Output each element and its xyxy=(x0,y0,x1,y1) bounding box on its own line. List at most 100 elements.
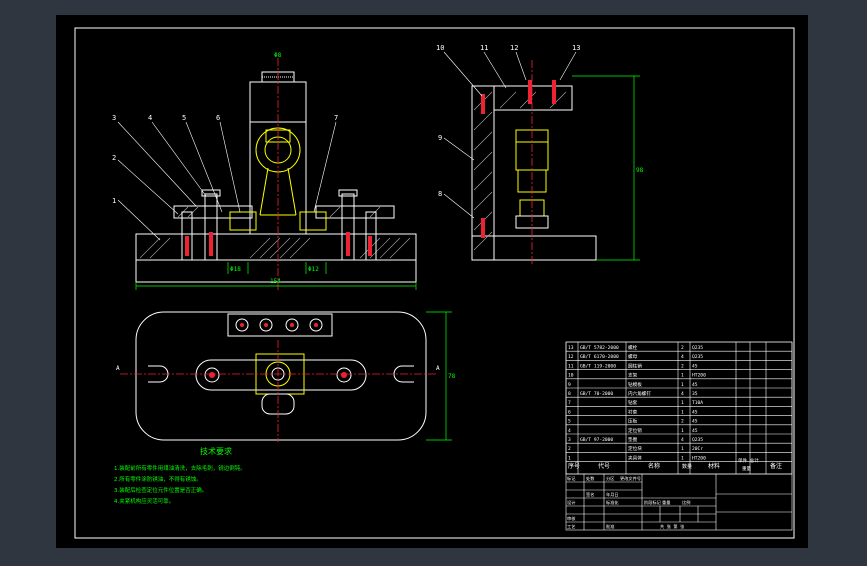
bom-cell: 45 xyxy=(692,428,698,434)
bom-cell: 1 xyxy=(681,373,684,379)
title-block-text: 标记处数分区更改文件号签名年月日设计标准化阶段标记重量比例审核工艺批准共 张 第… xyxy=(567,475,690,530)
side-view: 98 10 11 12 13 9 8 xyxy=(436,44,644,264)
bom-cell: 1 xyxy=(681,409,684,415)
technical-notes: 技术要求 1.装配前所有零件用煤油清洗，去除毛刺，锐边倒钝。 2.所有零件涂防锈… xyxy=(114,446,246,505)
bom-cell: 7 xyxy=(568,400,571,406)
dim-top-center: Φ8 xyxy=(274,52,282,59)
title-block-label: 重量 xyxy=(662,499,670,506)
bom-cell: 圆柱销 xyxy=(628,362,642,369)
dim-side-height: 98 xyxy=(636,167,644,174)
bom-cell: Q235 xyxy=(692,354,703,360)
title-block-label: 设计 xyxy=(567,499,575,506)
bom-cell: 2 xyxy=(568,446,571,452)
bom-cell: 1 xyxy=(681,400,684,406)
bom-cell: GB/T 6170-2000 xyxy=(580,354,619,360)
bom-cell: 8 xyxy=(568,391,571,397)
bom-cell: 4 xyxy=(681,391,684,397)
balloon-side-11: 11 xyxy=(480,44,488,52)
bom-cell: 4 xyxy=(568,428,571,434)
bom-cell: 12 xyxy=(568,354,574,360)
balloon-front-5: 7 xyxy=(334,114,338,122)
bom-cell: GB/T 70-2000 xyxy=(580,391,613,397)
bom-cell: Q235 xyxy=(692,437,703,443)
notes-heading: 技术要求 xyxy=(200,446,232,456)
balloon-front-7: 1 xyxy=(112,197,116,205)
title-block-label: 批准 xyxy=(606,523,614,530)
bom-cell: 支架 xyxy=(628,372,638,379)
bom-cell: 1 xyxy=(681,455,684,461)
bom-cell: 10 xyxy=(568,373,574,379)
bom-cell: 4 xyxy=(681,437,684,443)
bom-cell: 压板 xyxy=(628,418,638,425)
bom-header-seq: 序号 xyxy=(568,462,580,470)
bom-cell: 2 xyxy=(681,363,684,369)
bom-cell: 夹具体 xyxy=(628,454,642,461)
bom-cell: 35 xyxy=(692,391,698,397)
bom-cell: 钻模板 xyxy=(628,381,642,388)
title-block-label: 阶段标记 xyxy=(644,499,662,506)
title-block-sheet: 共 张 第 张 xyxy=(660,523,685,530)
balloon-front-3: 5 xyxy=(182,114,186,122)
balloon-front-6: 2 xyxy=(112,154,116,162)
bom-cell: 1 xyxy=(568,455,571,461)
bom-header-name: 名称 xyxy=(648,462,660,470)
bom-cell: 1 xyxy=(681,446,684,452)
section-mark-right: A xyxy=(436,365,440,372)
title-block-label: 更改文件号 xyxy=(620,475,641,482)
bom-cell: 5 xyxy=(568,419,571,425)
bom-cell: 6 xyxy=(568,409,571,415)
balloon-front-4: 6 xyxy=(216,114,220,122)
balloon-side-13: 13 xyxy=(572,44,580,52)
bom-cell: 垫圈 xyxy=(628,436,638,443)
title-block-label: 标准化 xyxy=(606,499,619,506)
bom-header-remark: 备注 xyxy=(770,462,782,470)
bom-cell: 45 xyxy=(692,419,698,425)
bom-cell: 20Cr xyxy=(692,446,703,452)
bom-cell: 定位块 xyxy=(628,445,642,452)
balloon-side-10: 10 xyxy=(436,44,444,52)
balloon-front-1: 3 xyxy=(112,114,116,122)
title-block xyxy=(565,473,793,531)
title-block-label: 年月日 xyxy=(606,491,619,498)
bom-cell: 3 xyxy=(568,437,571,443)
section-mark-left: A xyxy=(116,365,120,372)
bom-header-qty: 数量 xyxy=(682,463,692,470)
bom-cell: 45 xyxy=(692,363,698,369)
bom-header-material: 材料 xyxy=(708,462,720,470)
balloon-side-8: 8 xyxy=(438,190,442,198)
bom-cell: 4 xyxy=(681,354,684,360)
bom-cell: 45 xyxy=(692,409,698,415)
bom-cell: 螺栓 xyxy=(628,344,638,351)
dim-front-left-bore: Φ18 xyxy=(230,266,241,273)
notes-line-3: 3.装配后检查定位元件位置是否正确。 xyxy=(114,486,207,494)
bom-cell: 13 xyxy=(568,345,574,351)
bom-cell: 2 xyxy=(681,345,684,351)
title-block-label: 比例 xyxy=(682,499,690,506)
dim-plan-height: 78 xyxy=(448,373,456,380)
bom-header-weight-sub: 重量 xyxy=(742,465,751,472)
balloon-side-12: 12 xyxy=(510,44,518,52)
bom-cell: 衬套 xyxy=(628,408,638,415)
title-block-label: 分区 xyxy=(606,475,614,482)
bom-header: 序号 代号 名称 数量 材料 单件 总计 重量 备注 xyxy=(568,457,782,472)
dim-front-right-bore: Φ12 xyxy=(308,266,319,273)
bom-cell: T10A xyxy=(692,400,703,406)
bom-cell: 2 xyxy=(681,419,684,425)
bom-cell: GB/T 119-2000 xyxy=(580,363,616,369)
title-block-label: 工艺 xyxy=(567,524,575,529)
bom-cell: 定位销 xyxy=(628,427,642,434)
bom-cell: 1 xyxy=(681,428,684,434)
bom-cell: Q235 xyxy=(692,345,703,351)
dim-front-width: 154 xyxy=(270,278,281,285)
title-block-label: 处数 xyxy=(586,475,595,482)
bom-cell: 内六角螺钉 xyxy=(628,390,651,397)
bom-cell: 11 xyxy=(568,363,574,369)
balloon-front-2: 4 xyxy=(148,114,152,122)
balloon-side-9: 9 xyxy=(438,134,442,142)
front-view: 154 Φ18 Φ12 Φ8 3 4 5 6 7 2 1 xyxy=(112,52,417,292)
bom-header-weight: 单件 总计 xyxy=(738,457,759,464)
notes-line-4: 4.夹紧机构应灵活可靠。 xyxy=(114,497,174,505)
